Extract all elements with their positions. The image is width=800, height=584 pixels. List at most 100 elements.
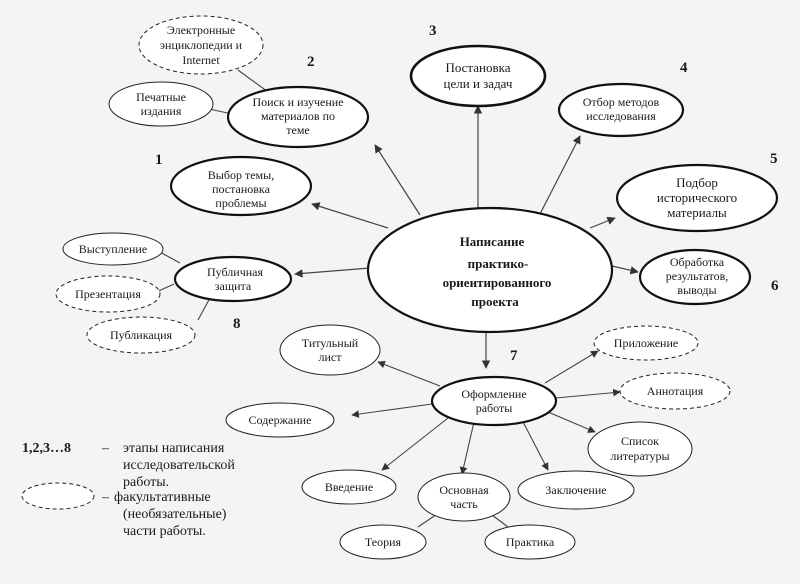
legend-numbers-line-1: этапы написания	[123, 441, 225, 456]
stage-2-node: Поиск и изучение материалов по теме	[226, 85, 370, 149]
stage-6-line-2: результатов,	[666, 269, 729, 283]
speech-text: Выступление	[79, 242, 147, 256]
stage-5-line-2: исторического	[657, 190, 737, 205]
stage-8-ellipse	[173, 255, 293, 303]
subitem-bibliography: Список литературы	[587, 421, 693, 477]
subitem-appendix: Приложение	[593, 325, 699, 361]
stage-4-ellipse	[557, 82, 685, 138]
center-arrows	[294, 105, 639, 369]
main-part-line-1: Основная	[439, 483, 489, 497]
legend-dashed-line-1: факультативные	[114, 490, 211, 505]
contents-ellipse	[225, 402, 335, 438]
stage-2-line-3: теме	[286, 123, 310, 137]
stage-4-line-1: Отбор методов	[583, 95, 660, 109]
presentation-ellipse	[55, 275, 161, 313]
arrow-to-intro	[381, 417, 449, 471]
stage-3-ellipse	[409, 44, 547, 108]
stage-5-line-1: Подбор	[676, 175, 718, 190]
abstract-ellipse	[619, 372, 731, 410]
arrow-to-stage-5	[589, 216, 616, 229]
center-node: Написание практико- ориентированного про…	[366, 206, 614, 334]
encyclopedias-line-2: энциклопедии и	[160, 38, 243, 52]
subitem-conclusion: Заключение	[517, 470, 635, 510]
stage-1-ellipse	[169, 155, 313, 217]
encyclopedias-line-1: Электронные	[167, 23, 235, 37]
arrow-to-main-part	[459, 421, 475, 475]
stage-4-node: Отбор методов исследования	[557, 82, 685, 138]
printed-ellipse	[108, 81, 214, 127]
arrow-to-stage-1	[311, 202, 389, 229]
center-line-3: ориентированного	[443, 275, 552, 290]
intro-text: Введение	[325, 480, 373, 494]
main-part-ellipse	[417, 472, 511, 522]
publication-text: Публикация	[110, 328, 173, 342]
stage-8-line-2: защита	[215, 279, 252, 293]
stage-6-node: Обработка результатов, выводы	[638, 248, 752, 306]
arrow-to-conclusion	[521, 419, 549, 471]
subitem-practice: Практика	[484, 524, 576, 560]
subitem-title-page: Титульный лист	[279, 324, 381, 376]
printed-line-1: Печатные	[136, 90, 186, 104]
subitem-speech: Выступление	[62, 232, 164, 266]
practice-ellipse	[484, 524, 576, 560]
stage-5-node: Подбор исторического материалы	[615, 163, 779, 233]
appendix-ellipse	[593, 325, 699, 361]
legend-dashed-dash: –	[101, 490, 110, 505]
encyclopedias-line-3: Internet	[182, 53, 220, 67]
appendix-text: Приложение	[614, 336, 678, 350]
stage-1-line-3: проблемы	[215, 196, 266, 210]
legend-numbers-symbol: 1,2,3…8	[22, 441, 71, 456]
arrow-to-stage-6	[611, 265, 639, 275]
stage-7-node: Оформление работы	[430, 375, 558, 427]
legend-dashed-line-2: (необязательные)	[123, 507, 227, 522]
arrow-to-stage-4	[539, 135, 581, 215]
subitem-publication: Публикация	[86, 316, 196, 354]
stage-6-line-1: Обработка	[670, 255, 725, 269]
printed-line-2: издания	[141, 104, 182, 118]
legend-numbers-dash: –	[101, 441, 110, 456]
legend: 1,2,3…8 – этапы написания исследовательс…	[21, 441, 235, 539]
stage-8-number: 8	[233, 316, 241, 332]
stage-3-number: 3	[429, 23, 437, 39]
bibliography-line-1: Список	[621, 434, 659, 448]
legend-dashed-ellipse	[21, 482, 95, 510]
stage-7-line-2: работы	[476, 401, 513, 415]
stage-2-number: 2	[307, 54, 315, 70]
stage-2-ellipse	[226, 85, 370, 149]
stage-6-number: 6	[771, 278, 779, 294]
arrow-to-title-page	[377, 360, 441, 387]
stage-6-ellipse	[638, 248, 752, 306]
contents-text: Содержание	[249, 413, 312, 427]
arrow-to-contents	[351, 403, 433, 418]
center-line-4: проекта	[471, 294, 519, 309]
subitem-abstract: Аннотация	[619, 372, 731, 410]
stage-3-line-1: Постановка	[445, 60, 510, 75]
stage-4-number: 4	[680, 60, 688, 76]
theory-ellipse	[339, 524, 427, 560]
title-page-ellipse	[279, 324, 381, 376]
center-ellipse	[366, 206, 614, 334]
abstract-text: Аннотация	[647, 384, 704, 398]
stage-3-line-2: цели и задач	[444, 76, 513, 91]
stage-1-line-2: постановка	[212, 182, 271, 196]
center-line-1: Написание	[460, 234, 525, 249]
stage-2-line-2: материалов по	[261, 109, 335, 123]
stage-8-line-1: Публичная	[207, 265, 264, 279]
stage-8-node: Публичная защита	[173, 255, 293, 303]
legend-dashed-line-3: части работы.	[123, 524, 206, 539]
legend-numbers-line-2: исследовательской	[123, 458, 235, 473]
conclusion-text: Заключение	[545, 483, 606, 497]
subitem-contents: Содержание	[225, 402, 335, 438]
title-page-line-1: Титульный	[302, 336, 359, 350]
arrow-to-bibliography	[547, 411, 596, 433]
title-page-line-2: лист	[319, 350, 343, 364]
arrow-to-stage-8	[294, 267, 371, 278]
intro-ellipse	[301, 469, 397, 505]
stage-5-ellipse	[615, 163, 779, 233]
stage-6-line-3: выводы	[677, 283, 716, 297]
line-encyclopedias	[237, 69, 269, 93]
publication-ellipse	[86, 316, 196, 354]
stage-3-node: Постановка цели и задач	[409, 44, 547, 108]
